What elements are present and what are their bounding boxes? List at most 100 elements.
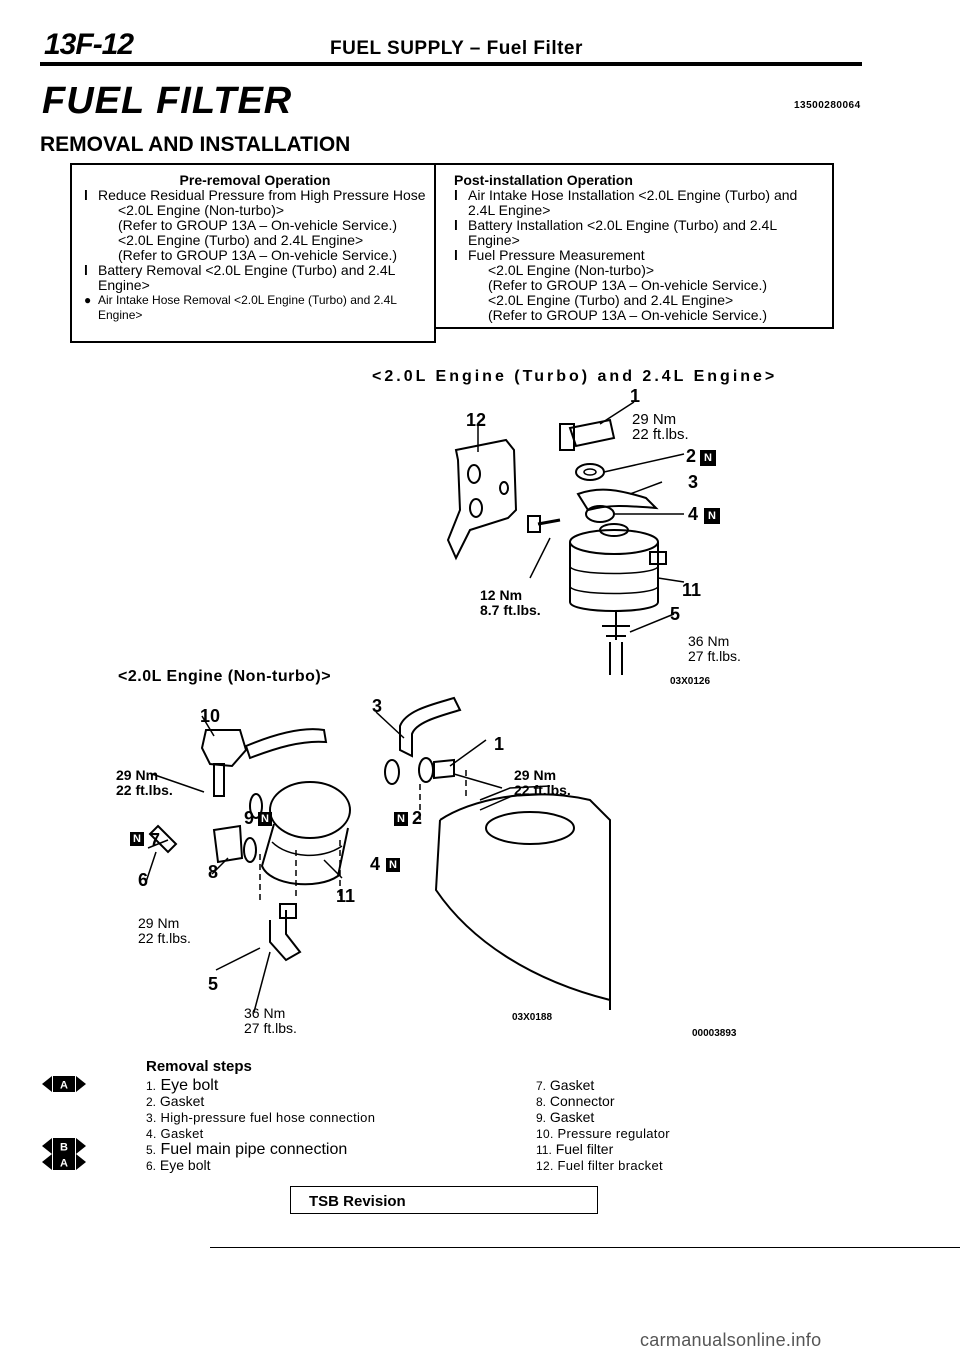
eye-bolt-drawing (148, 824, 178, 854)
marker-arrow-left (42, 1154, 52, 1170)
high-pressure-hose-drawing (399, 696, 462, 758)
leader-line (215, 947, 261, 971)
turbo-fuel-filter-diagram (446, 401, 685, 675)
step-number: 10. (536, 1127, 554, 1141)
bullet: l (84, 187, 88, 203)
callout-9: 9 (244, 808, 255, 828)
callout-12: 12 (466, 410, 487, 430)
torque-nm: 29 Nm (632, 411, 677, 428)
fuel-filter-rib (569, 565, 659, 575)
fuel-filter-rib (569, 585, 659, 595)
removal-step: 12. Fuel filter bracket (536, 1158, 670, 1174)
fuel-main-pipe-drawing (602, 612, 630, 675)
fuel-filter-rib (271, 841, 343, 856)
callout-8: 8 (208, 862, 219, 882)
pipe-nut (279, 903, 297, 919)
fuel-filter-body (569, 542, 659, 612)
leader-line (529, 537, 551, 579)
fuel-filter-port (599, 523, 629, 537)
leader-line (211, 857, 229, 875)
removal-step: 9. Gasket (536, 1110, 670, 1126)
callout-10: 10 (200, 706, 221, 726)
marker-arrow-left (42, 1076, 52, 1092)
watermark: carmanualsonline.info (640, 1330, 822, 1350)
step-number: 4. (146, 1127, 157, 1141)
marker-box (53, 1076, 75, 1092)
fuel-filter-top (269, 781, 351, 839)
pre-removal-item: <2.0L Engine (Turbo) and 2.4L Engine> (118, 232, 364, 248)
callout-11: 11 (682, 580, 702, 600)
step-number: 8. (536, 1095, 547, 1109)
gasket-drawing (384, 759, 400, 785)
marker-letter: A (60, 1080, 68, 1092)
step-number: 7. (536, 1079, 547, 1093)
marker-arrow-right (76, 1076, 86, 1092)
new-part-badge: N (700, 450, 716, 466)
removal-step: 2. Gasket (146, 1094, 375, 1110)
figure-code: 03X0126 (670, 676, 711, 687)
step-text: Eye bolt (159, 1157, 211, 1173)
callout-6: 6 (138, 870, 149, 890)
figure-code: 03X0188 (512, 1012, 553, 1023)
fuel-filter-top (569, 529, 659, 555)
bracket-bolt-drawing (537, 518, 561, 526)
document-code: 13500280064 (794, 100, 861, 111)
new-part-badge: N (130, 832, 144, 846)
step-number: 1. (146, 1079, 157, 1093)
bullet: l (454, 187, 458, 203)
step-text: Fuel filter (555, 1141, 614, 1157)
post-installation-heading: Post-installation Operation (454, 172, 633, 188)
running-title: FUEL SUPPLY – Fuel Filter (330, 38, 583, 59)
pre-removal-item: (Refer to GROUP 13A – On-vehicle Service… (118, 247, 398, 263)
sheet-code: 00003893 (692, 1028, 737, 1039)
gasket-drawing (418, 757, 434, 783)
callout-1: 1 (630, 386, 641, 406)
bracket-hole (467, 464, 481, 484)
callout-2: 2 (686, 446, 697, 466)
callout-5: 5 (670, 604, 681, 624)
footer-rule (210, 1247, 960, 1248)
leader-line (323, 859, 343, 879)
torque-ftlbs: 27 ft.lbs. (244, 1020, 297, 1036)
step-number: 5. (146, 1143, 157, 1157)
tsb-revision-box: TSB Revision (290, 1186, 598, 1214)
fuel-filter-body (260, 823, 349, 886)
torque-nm: 36 Nm (688, 633, 730, 649)
pressure-regulator-drawing (200, 729, 248, 768)
removal-step: 7. Gasket (536, 1078, 670, 1094)
post-installation-item: (Refer to GROUP 13A – On-vehicle Service… (488, 277, 768, 293)
bracket-bolt-head (527, 515, 541, 533)
leader-line (657, 577, 685, 583)
step-text: Gasket (159, 1093, 205, 1109)
header-rule (40, 62, 862, 66)
post-installation-item: Air Intake Hose Installation <2.0L Engin… (468, 187, 798, 218)
gasket-drawing (575, 463, 605, 481)
fuel-main-pipe-drawing (269, 910, 302, 962)
guide-line (259, 840, 341, 904)
step-number: 9. (536, 1111, 547, 1125)
post-installation-item: <2.0L Engine (Turbo) and 2.4L Engine> (488, 292, 734, 308)
callout-2: 2 (412, 808, 423, 828)
callout-5: 5 (208, 974, 219, 994)
pre-removal-item: (Refer to GROUP 13A – On-vehicle Service… (118, 217, 398, 233)
torque-ftlbs: 27 ft.lbs. (688, 648, 741, 664)
callout-3: 3 (688, 472, 699, 492)
removal-steps-title: Removal steps (146, 1058, 252, 1075)
leader-line (201, 715, 215, 737)
removal-steps-left: 1. Eye bolt 2. Gasket 3. High-pressure f… (146, 1078, 375, 1174)
leader-line (629, 613, 675, 633)
torque-ftlbs: 22 ft.lbs. (514, 782, 571, 798)
small-bolt-drawing (649, 551, 667, 565)
return-hose-drawing (244, 728, 328, 760)
bullet: l (454, 217, 458, 233)
leader-line (449, 739, 487, 767)
pre-removal-item: <2.0L Engine (Non-turbo)> (118, 202, 285, 218)
leader-line (253, 951, 271, 1013)
step-number: 3. (146, 1111, 157, 1125)
marker-arrow-left (42, 1138, 52, 1154)
